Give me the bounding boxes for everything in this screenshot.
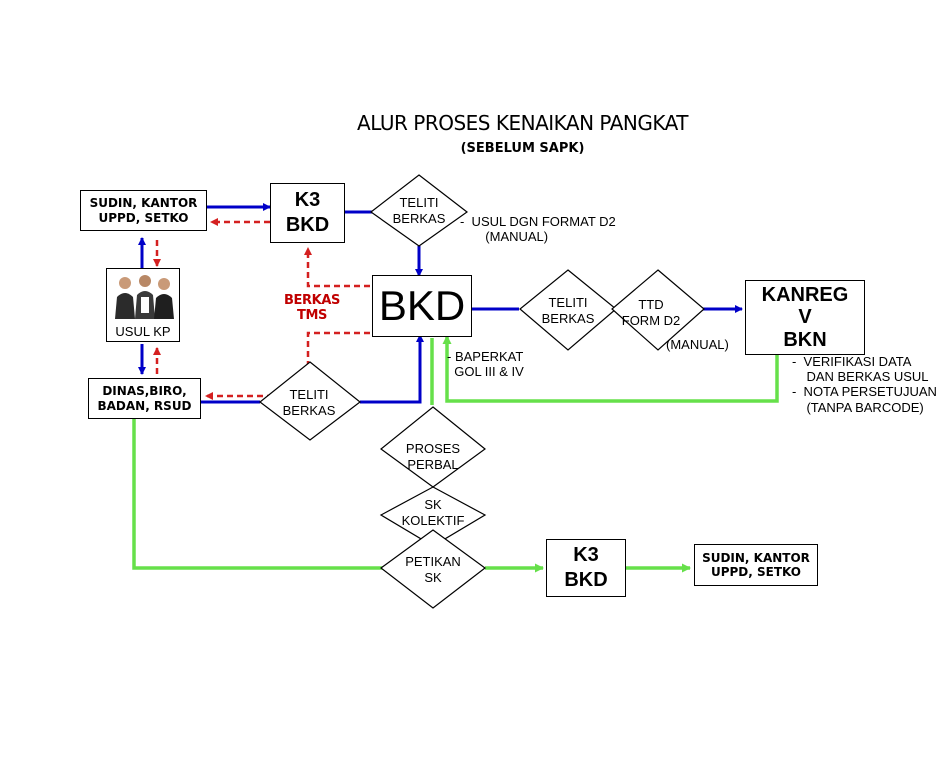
dinas-box: DINAS,BIRO, BADAN, RSUD bbox=[88, 378, 201, 419]
diamond-ttd bbox=[611, 269, 705, 351]
arrow-tms-to-k3 bbox=[304, 247, 370, 288]
kanreg-label: KANREG V BKN bbox=[761, 283, 849, 351]
usul-format-note: - USUL DGN FORMAT D2 (MANUAL) bbox=[460, 214, 616, 244]
baperkat-note: - BAPERKAT GOL III & IV bbox=[447, 349, 524, 379]
usul-kp-label: USUL KP bbox=[115, 324, 171, 339]
arrow-petikan-to-dinas bbox=[129, 409, 383, 570]
sk-kolektif-label: SK KOLEKTIF bbox=[401, 497, 465, 528]
bkd-main-label: BKD bbox=[378, 282, 466, 329]
sudin-bottom-label: SUDIN, KANTOR UPPD, SETKO bbox=[702, 550, 810, 579]
berkas-tms-label: BERKAS TMS bbox=[282, 293, 342, 324]
ttd-form-label: TTD FORM D2 bbox=[621, 297, 681, 328]
sudin-top-label: SUDIN, KANTOR UPPD, SETKO bbox=[89, 196, 198, 225]
teliti-right-label: TELITI BERKAS bbox=[541, 295, 595, 326]
diamond-petikan-sk bbox=[379, 529, 487, 609]
arrow-kanreg-back-to-bkd bbox=[442, 335, 779, 403]
k3-bkd-bottom-label: K3 BKD bbox=[564, 544, 608, 591]
usul-kp-photo: USUL KP bbox=[106, 268, 180, 342]
dinas-label: DINAS,BIRO, BADAN, RSUD bbox=[97, 384, 192, 413]
kanreg-box: KANREG V BKN bbox=[745, 280, 865, 355]
teliti-left-label: TELITI BERKAS bbox=[282, 387, 336, 418]
manual-note: (MANUAL) bbox=[666, 337, 729, 352]
page-title: ALUR PROSES KENAIKAN PANGKAT bbox=[357, 111, 688, 135]
petikan-sk-label: PETIKAN SK bbox=[405, 554, 461, 585]
page-subtitle: (SEBELUM SAPK) bbox=[460, 141, 585, 156]
arrow-teliti-left-to-bkd bbox=[360, 334, 424, 404]
sudin-bottom-box: SUDIN, KANTOR UPPD, SETKO bbox=[694, 544, 818, 586]
proses-perbal-label: PROSES PERBAL bbox=[405, 441, 461, 472]
diamond-teliti-top bbox=[369, 174, 469, 247]
teliti-top-label: TELITI BERKAS bbox=[392, 195, 446, 226]
k3-bkd-top-box: K3 BKD bbox=[270, 183, 345, 243]
k3-bkd-bottom-box: K3 BKD bbox=[546, 539, 626, 597]
diamond-teliti-left bbox=[259, 361, 361, 441]
bkd-main-box: BKD bbox=[372, 275, 472, 337]
people-photo-icon bbox=[115, 275, 174, 319]
verifikasi-note: - VERIFIKASI DATA DAN BERKAS USUL - NOTA… bbox=[792, 354, 937, 415]
diamond-teliti-right bbox=[519, 269, 617, 351]
k3-bkd-top-label: K3 BKD bbox=[285, 189, 330, 236]
sudin-top-box: SUDIN, KANTOR UPPD, SETKO bbox=[80, 190, 207, 231]
